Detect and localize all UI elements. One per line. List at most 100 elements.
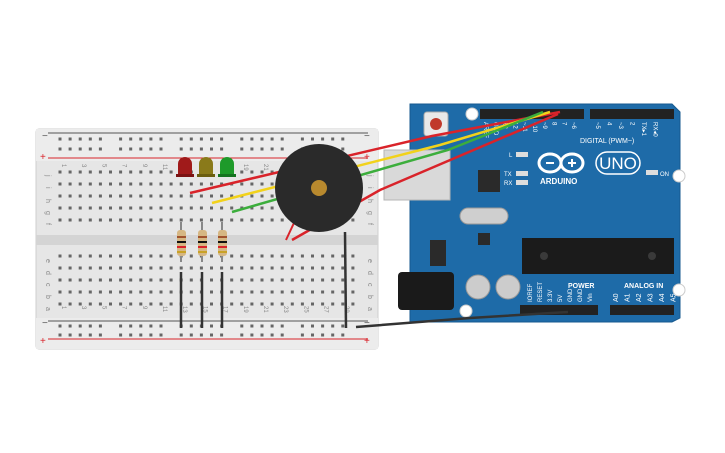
breadboard-hole[interactable] bbox=[260, 194, 264, 198]
rail-hole[interactable] bbox=[68, 333, 72, 337]
breadboard-hole[interactable] bbox=[189, 194, 193, 198]
rail-hole[interactable] bbox=[149, 333, 153, 337]
breadboard-hole[interactable] bbox=[210, 182, 213, 186]
rail-hole[interactable] bbox=[119, 333, 123, 337]
breadboard-hole[interactable] bbox=[129, 290, 133, 294]
breadboard-hole[interactable] bbox=[88, 254, 92, 258]
breadboard-hole[interactable] bbox=[199, 182, 203, 186]
breadboard-hole[interactable] bbox=[240, 266, 244, 270]
breadboard-hole[interactable] bbox=[169, 170, 173, 174]
breadboard-hole[interactable] bbox=[119, 278, 123, 282]
breadboard-hole[interactable] bbox=[351, 278, 355, 282]
breadboard-hole[interactable] bbox=[68, 266, 72, 270]
breadboard-hole[interactable] bbox=[88, 278, 92, 282]
rail-hole[interactable] bbox=[98, 147, 102, 151]
breadboard-hole[interactable] bbox=[88, 182, 92, 186]
breadboard-hole[interactable] bbox=[210, 266, 213, 270]
rail-hole[interactable] bbox=[331, 324, 335, 328]
breadboard-hole[interactable] bbox=[230, 194, 234, 198]
breadboard-hole[interactable] bbox=[240, 182, 244, 186]
rail-hole[interactable] bbox=[341, 324, 345, 328]
breadboard-hole[interactable] bbox=[280, 254, 284, 258]
breadboard-hole[interactable] bbox=[280, 218, 284, 222]
breadboard-hole[interactable] bbox=[270, 182, 274, 186]
breadboard-hole[interactable] bbox=[260, 266, 264, 270]
breadboard-hole[interactable] bbox=[159, 218, 163, 222]
breadboard-hole[interactable] bbox=[321, 302, 325, 306]
breadboard-hole[interactable] bbox=[189, 206, 193, 210]
breadboard-hole[interactable] bbox=[58, 290, 62, 294]
rail-hole[interactable] bbox=[149, 137, 153, 141]
breadboard-hole[interactable] bbox=[321, 266, 325, 270]
breadboard-hole[interactable] bbox=[280, 266, 284, 270]
rail-hole[interactable] bbox=[210, 137, 213, 141]
breadboard-hole[interactable] bbox=[250, 206, 254, 210]
power-header[interactable] bbox=[520, 305, 598, 315]
breadboard-hole[interactable] bbox=[139, 170, 143, 174]
breadboard-hole[interactable] bbox=[159, 182, 163, 186]
rail-hole[interactable] bbox=[240, 333, 244, 337]
breadboard-hole[interactable] bbox=[129, 278, 133, 282]
breadboard-hole[interactable] bbox=[189, 302, 193, 306]
digital-header-left[interactable] bbox=[480, 109, 584, 119]
rail-hole[interactable] bbox=[331, 333, 335, 337]
rail-hole[interactable] bbox=[88, 324, 92, 328]
breadboard-hole[interactable] bbox=[58, 206, 62, 210]
rail-hole[interactable] bbox=[260, 137, 264, 141]
breadboard-hole[interactable] bbox=[300, 266, 304, 270]
breadboard-hole[interactable] bbox=[149, 278, 153, 282]
breadboard-hole[interactable] bbox=[220, 194, 224, 198]
breadboard-hole[interactable] bbox=[139, 266, 143, 270]
breadboard-hole[interactable] bbox=[250, 218, 254, 222]
breadboard-hole[interactable] bbox=[199, 194, 203, 198]
breadboard-hole[interactable] bbox=[159, 170, 163, 174]
breadboard-hole[interactable] bbox=[109, 290, 112, 294]
breadboard-hole[interactable] bbox=[109, 170, 112, 174]
breadboard-hole[interactable] bbox=[270, 290, 274, 294]
breadboard-hole[interactable] bbox=[260, 182, 264, 186]
rail-hole[interactable] bbox=[139, 333, 143, 337]
breadboard-hole[interactable] bbox=[109, 254, 112, 258]
breadboard-hole[interactable] bbox=[98, 266, 102, 270]
breadboard-hole[interactable] bbox=[260, 170, 264, 174]
breadboard-hole[interactable] bbox=[98, 302, 102, 306]
breadboard-hole[interactable] bbox=[88, 218, 92, 222]
breadboard-hole[interactable] bbox=[260, 278, 264, 282]
breadboard-hole[interactable] bbox=[210, 290, 213, 294]
breadboard-hole[interactable] bbox=[250, 278, 254, 282]
breadboard-hole[interactable] bbox=[311, 290, 314, 294]
breadboard-hole[interactable] bbox=[149, 266, 153, 270]
breadboard-hole[interactable] bbox=[240, 278, 244, 282]
breadboard-hole[interactable] bbox=[58, 218, 62, 222]
led-green[interactable] bbox=[218, 157, 236, 177]
breadboard-hole[interactable] bbox=[250, 290, 254, 294]
rail-hole[interactable] bbox=[179, 137, 183, 141]
breadboard-hole[interactable] bbox=[351, 218, 355, 222]
breadboard-hole[interactable] bbox=[68, 218, 72, 222]
rail-hole[interactable] bbox=[250, 147, 254, 151]
breadboard-hole[interactable] bbox=[230, 266, 234, 270]
breadboard-hole[interactable] bbox=[109, 266, 112, 270]
rail-hole[interactable] bbox=[129, 137, 133, 141]
resistor-2[interactable] bbox=[198, 222, 207, 262]
arduino-uno-board[interactable]: UNO ARDUINO DIGITAL (PWM~) POWER ANALOG … bbox=[383, 103, 686, 323]
breadboard-hole[interactable] bbox=[270, 266, 274, 270]
rail-hole[interactable] bbox=[341, 137, 345, 141]
breadboard-hole[interactable] bbox=[351, 302, 355, 306]
breadboard-hole[interactable] bbox=[58, 182, 62, 186]
breadboard-hole[interactable] bbox=[199, 206, 203, 210]
rail-hole[interactable] bbox=[98, 333, 102, 337]
breadboard-hole[interactable] bbox=[58, 254, 62, 258]
breadboard-hole[interactable] bbox=[300, 302, 304, 306]
breadboard-hole[interactable] bbox=[109, 218, 112, 222]
rail-hole[interactable] bbox=[139, 147, 143, 151]
rail-hole[interactable] bbox=[68, 324, 72, 328]
breadboard-hole[interactable] bbox=[199, 218, 203, 222]
breadboard-hole[interactable] bbox=[139, 278, 143, 282]
rail-hole[interactable] bbox=[240, 324, 244, 328]
breadboard-hole[interactable] bbox=[58, 170, 62, 174]
rail-hole[interactable] bbox=[300, 333, 304, 337]
breadboard-hole[interactable] bbox=[210, 278, 213, 282]
rail-hole[interactable] bbox=[78, 137, 82, 141]
breadboard-hole[interactable] bbox=[220, 266, 224, 270]
